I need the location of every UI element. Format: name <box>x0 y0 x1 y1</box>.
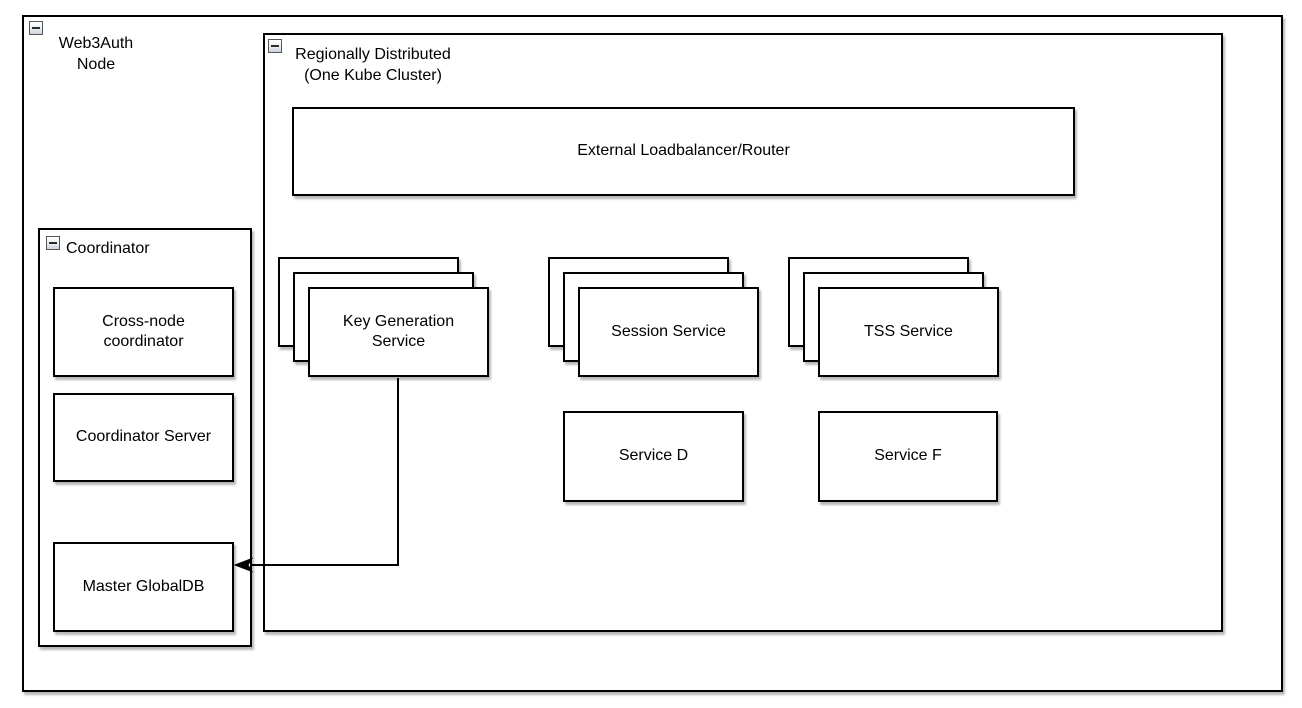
web3auth-node-label: Web3Auth Node <box>58 35 134 73</box>
regionally-distributed-label: Regionally Distributed (One Kube Cluster… <box>295 46 451 84</box>
minus-icon <box>271 45 279 47</box>
service-d-label: Service D <box>618 447 689 465</box>
node-service-f[interactable]: Service F <box>818 411 998 502</box>
session-service-label: Session Service <box>611 322 726 340</box>
key-generation-service-label: Key Generation Service <box>342 312 455 350</box>
collapse-minus-icon[interactable] <box>46 236 60 250</box>
node-tss-service[interactable]: TSS Service <box>818 287 999 377</box>
node-cross-node-coordinator[interactable]: Cross-node coordinator <box>53 287 234 377</box>
minus-icon <box>49 242 57 244</box>
coordinator-label: Coordinator <box>66 240 150 257</box>
node-key-generation-service[interactable]: Key Generation Service <box>308 287 489 377</box>
master-globaldb-label: Master GlobalDB <box>82 577 205 595</box>
collapse-minus-icon[interactable] <box>268 39 282 53</box>
collapse-minus-icon[interactable] <box>29 21 43 35</box>
tss-service-label: TSS Service <box>864 322 953 340</box>
minus-icon <box>32 27 40 29</box>
coordinator-server-label: Coordinator Server <box>75 428 212 446</box>
node-service-d[interactable]: Service D <box>563 411 744 502</box>
node-session-service[interactable]: Session Service <box>578 287 759 377</box>
node-master-globaldb[interactable]: Master GlobalDB <box>53 542 234 632</box>
external-loadbalancer-label: External Loadbalancer/Router <box>577 142 790 160</box>
node-coordinator-server[interactable]: Coordinator Server <box>53 393 234 482</box>
node-external-loadbalancer[interactable]: External Loadbalancer/Router <box>292 107 1075 196</box>
service-f-label: Service F <box>874 447 942 465</box>
cross-node-coordinator-label: Cross-node coordinator <box>102 312 185 350</box>
